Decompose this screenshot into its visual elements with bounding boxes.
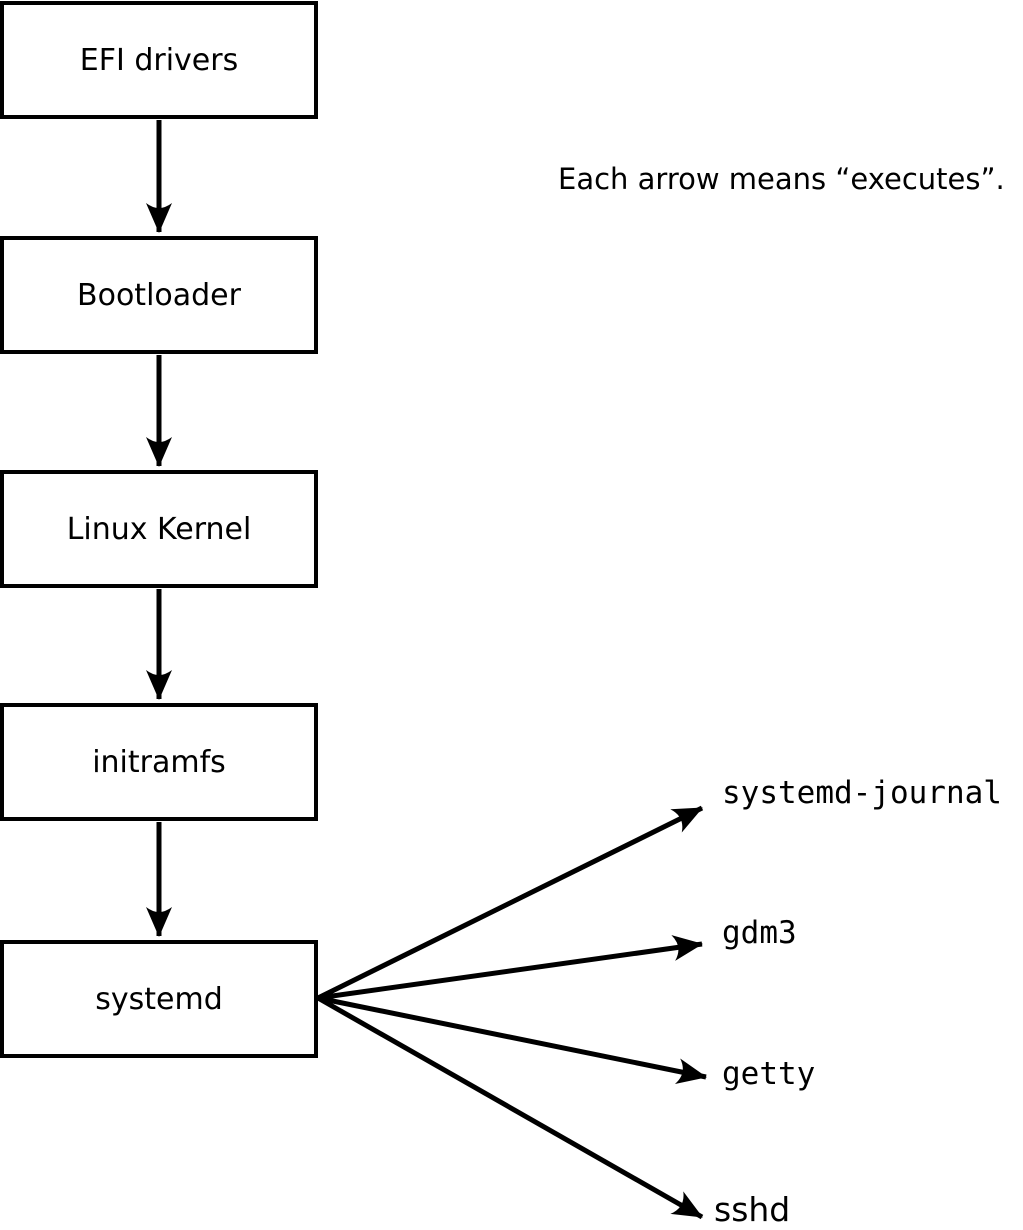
arrow-systemd-to-getty: [317, 995, 707, 1084]
arrow-systemd-to-systemd-journal: [316, 805, 704, 1001]
box-linux-kernel: Linux Kernel: [0, 470, 318, 588]
label-sshd: sshd: [714, 1190, 791, 1229]
label-systemd-journal: systemd-journal: [722, 775, 1002, 811]
box-efi-drivers: EFI drivers: [0, 1, 318, 119]
box-initramfs: initramfs: [0, 703, 318, 821]
box-bootloader: Bootloader: [0, 236, 318, 354]
box-bootloader-label: Bootloader: [77, 277, 241, 313]
box-linux-kernel-label: Linux Kernel: [66, 511, 252, 547]
label-getty: getty: [722, 1056, 816, 1092]
box-efi-drivers-label: EFI drivers: [79, 42, 239, 78]
label-gdm3: gdm3: [722, 915, 797, 951]
arrow-systemd-to-gdm3: [317, 935, 703, 1001]
box-initramfs-label: initramfs: [92, 744, 226, 780]
box-systemd-label: systemd: [95, 981, 223, 1017]
arrow-systemd-to-sshd: [316, 995, 704, 1220]
arrow-meaning-note: Each arrow means “executes”.: [558, 162, 1005, 196]
box-systemd: systemd: [0, 940, 318, 1058]
